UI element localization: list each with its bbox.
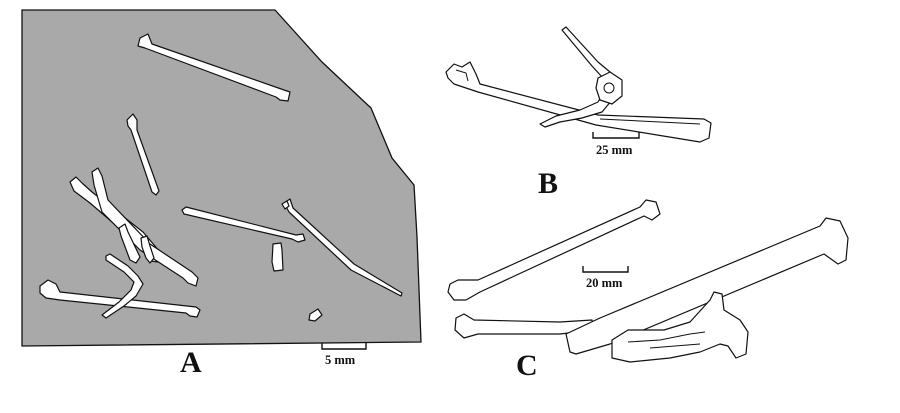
panel-b: 25 mm B (445, 26, 712, 200)
bone-a4 (91, 167, 199, 287)
panel-letter-a: A (180, 346, 202, 379)
bone-a1 (137, 33, 291, 102)
scale-label-a: 5 mm (325, 353, 356, 367)
panel-c: 20 mm C (447, 199, 849, 382)
bone-b1-detail (455, 69, 701, 125)
scale-label-b: 25 mm (596, 143, 633, 157)
fragment-a13 (281, 200, 290, 210)
bone-b1 (445, 61, 712, 143)
bone-a10 (283, 198, 403, 297)
fragment-a11 (271, 242, 284, 272)
joint-b3 (595, 71, 623, 105)
scale-bar-b (592, 132, 640, 139)
bone-a6 (140, 235, 155, 264)
panel-letter-c: C (516, 349, 538, 382)
bone-c1 (447, 199, 661, 301)
bone-a8 (101, 253, 144, 319)
scale-bar-a (321, 343, 367, 350)
bone-a2 (126, 113, 160, 196)
scale-label-c: 20 mm (586, 276, 623, 290)
bone-c4 (611, 291, 749, 363)
scale-bar-c (582, 266, 629, 273)
bone-c3 (565, 217, 849, 355)
joint-b3-detail (603, 82, 615, 94)
bone-a7 (39, 279, 201, 318)
bone-c4-detail (627, 331, 706, 349)
panel-a: 5 mm A (21, 9, 422, 379)
bone-a5 (118, 223, 141, 264)
panel-letter-b: B (538, 167, 558, 200)
bone-a9 (181, 206, 306, 243)
fragment-a12 (308, 308, 323, 322)
